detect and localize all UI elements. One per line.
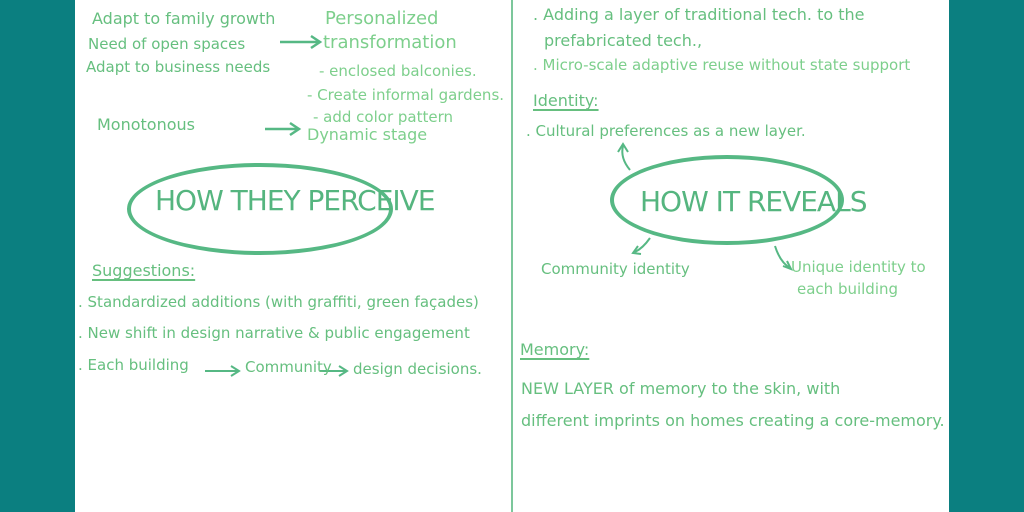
need-open-spaces: Need of open spaces	[88, 35, 246, 53]
result-item-gardens: - Create informal gardens.	[307, 86, 505, 104]
memory-line-2: different imprints on homes creating a c…	[521, 411, 945, 430]
each-building-label: each building	[797, 280, 899, 298]
center-divider	[511, 0, 513, 512]
community-identity-label: Community identity	[541, 260, 690, 278]
personalized-label: Personalized	[325, 8, 439, 29]
suggestion-standardized: . Standardized additions (with graffiti,…	[78, 293, 479, 311]
memory-line-1: NEW LAYER of memory to the skin, with	[521, 379, 841, 398]
memory-heading: Memory:	[520, 340, 590, 359]
chain-community: Community	[245, 358, 332, 376]
bullet-traditional-tech: . Adding a layer of traditional tech. to…	[533, 5, 865, 24]
reveals-title: HOW IT REVEALS	[640, 185, 867, 218]
perceive-oval	[127, 163, 393, 255]
identity-heading: Identity:	[533, 91, 599, 110]
identity-item: . Cultural preferences as a new layer.	[526, 122, 806, 140]
dynamic-stage-label: Dynamic stage	[307, 125, 428, 144]
transformation-label: transformation	[323, 32, 457, 53]
suggestion-new-shift: . New shift in design narrative & public…	[78, 324, 470, 342]
result-item-color: - add color pattern	[313, 108, 454, 126]
right-arrows	[617, 142, 794, 271]
unique-identity-label: Unique identity to	[791, 258, 926, 276]
suggestions-heading: Suggestions:	[92, 261, 196, 280]
monotonous-label: Monotonous	[97, 115, 195, 134]
bullet-micro-scale: . Micro-scale adaptive reuse without sta…	[533, 56, 911, 74]
notes-page: Adapt to family growth Need of open spac…	[75, 0, 949, 512]
result-item-balconies: - enclosed balconies.	[319, 62, 477, 80]
suggestion-each-building: . Each building	[78, 356, 189, 374]
need-family-growth: Adapt to family growth	[92, 9, 276, 28]
perceive-title: HOW THEY PERCEIVE	[155, 184, 436, 217]
chain-design-decisions: design decisions.	[353, 360, 482, 378]
bullet-prefabricated: prefabricated tech.,	[544, 31, 703, 50]
reveals-oval	[610, 155, 844, 245]
need-business: Adapt to business needs	[86, 58, 271, 76]
left-arrows	[205, 34, 349, 377]
